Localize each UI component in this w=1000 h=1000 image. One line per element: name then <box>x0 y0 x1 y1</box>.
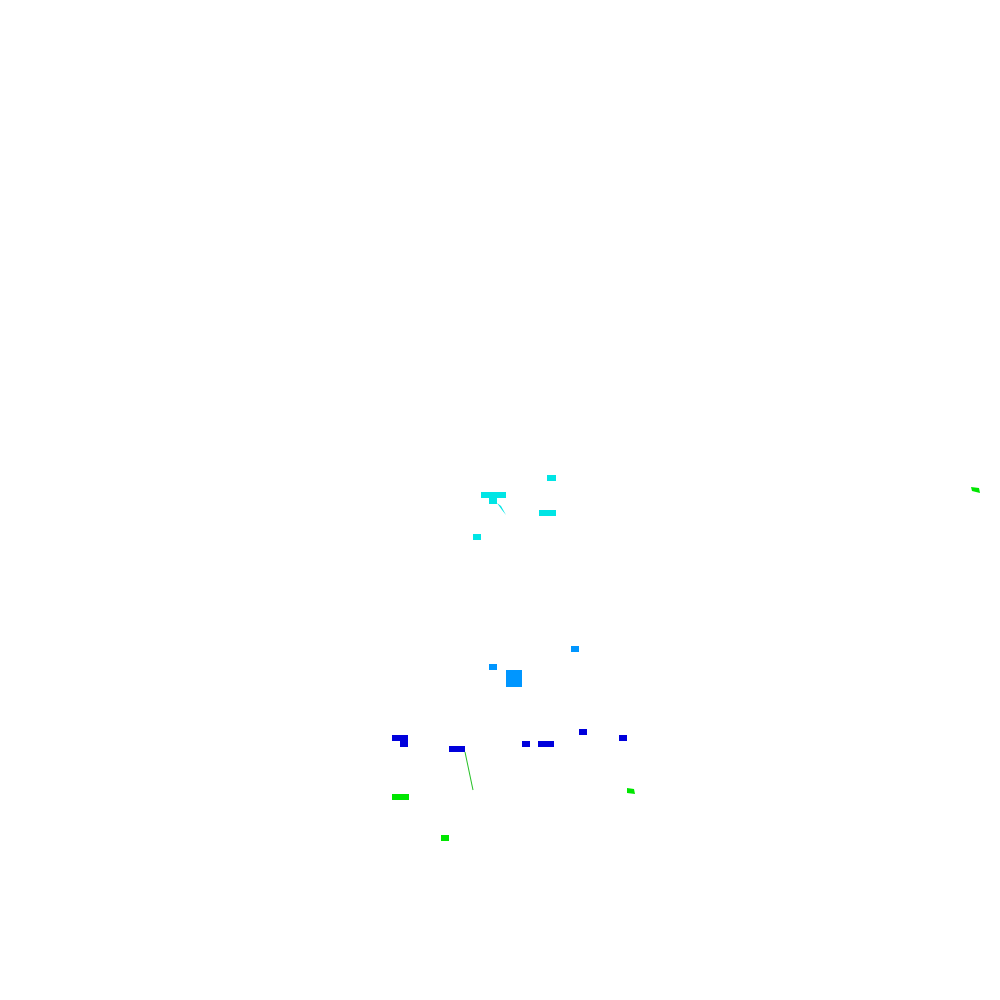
green-group <box>392 487 980 841</box>
light-blue-mark <box>571 646 579 652</box>
green-mark <box>441 835 449 841</box>
light-blue-mark <box>489 664 497 670</box>
blue-group <box>392 729 627 752</box>
blue-mark <box>619 735 627 741</box>
cyan-stroke <box>497 503 506 515</box>
green-stroke <box>464 751 474 791</box>
blue-mark <box>538 741 554 747</box>
blue-mark <box>392 735 408 741</box>
light-blue-group <box>489 646 579 687</box>
green-mark <box>627 788 635 794</box>
green-mark <box>392 794 409 800</box>
cyan-group <box>473 475 556 540</box>
blue-mark <box>449 746 465 752</box>
light-blue-mark <box>506 670 522 687</box>
blue-mark <box>400 740 408 747</box>
blue-mark <box>522 741 530 747</box>
green-mark <box>971 487 980 493</box>
cyan-mark <box>547 475 556 481</box>
cyan-mark <box>489 498 497 504</box>
blue-mark <box>579 729 587 735</box>
cyan-mark <box>481 492 506 498</box>
cyan-mark <box>473 534 481 540</box>
cyan-mark <box>539 510 556 516</box>
